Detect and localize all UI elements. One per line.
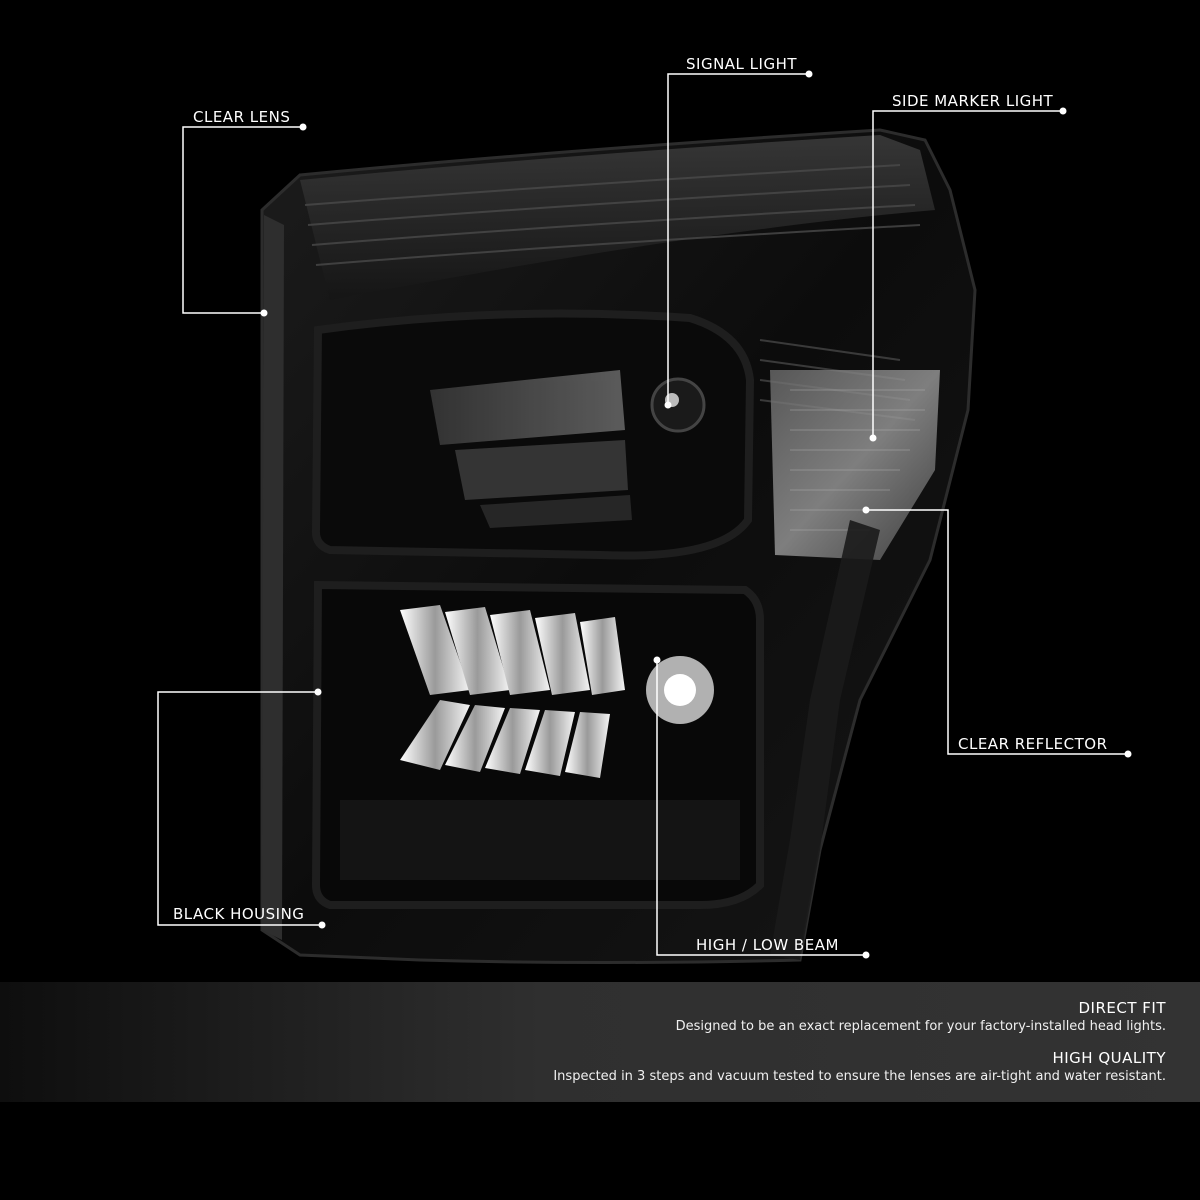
feature-description: Inspected in 3 steps and vacuum tested t… — [553, 1069, 1166, 1084]
callout-line-signal-light — [667, 73, 809, 405]
callout-label-black-housing: BLACK HOUSING — [173, 905, 305, 923]
callout-lines — [157, 73, 1128, 956]
upper-reflector-bay — [311, 309, 916, 560]
callout-label-clear-lens: CLEAR LENS — [193, 108, 291, 126]
callout-label-side-marker-light: SIDE MARKER LIGHT — [892, 92, 1054, 110]
clear-reflector — [770, 520, 880, 960]
feature-title: DIRECT FIT — [1078, 999, 1166, 1017]
callout-label-signal-light: SIGNAL LIGHT — [686, 55, 798, 73]
feature-description: Designed to be an exact replacement for … — [675, 1019, 1166, 1034]
signal-light — [650, 377, 706, 433]
callout-line-side-marker-light — [872, 110, 1063, 438]
feature-info-bar: DIRECT FIT Designed to be an exact repla… — [0, 982, 1200, 1102]
feature-title: HIGH QUALITY — [1052, 1049, 1166, 1067]
feature-high-quality: HIGH QUALITY Inspected in 3 steps and va… — [553, 1048, 1166, 1086]
side-marker-light — [770, 370, 940, 560]
feature-direct-fit: DIRECT FIT Designed to be an exact repla… — [676, 998, 1166, 1036]
high-low-beam — [311, 580, 764, 909]
callout-line-high-low-beam — [656, 660, 866, 956]
callout-dots — [260, 70, 1132, 959]
callout-line-black-housing — [157, 691, 322, 926]
callout-line-clear-reflector — [866, 509, 1128, 755]
callout-label-high-low-beam: HIGH / LOW BEAM — [696, 936, 839, 954]
callout-line-clear-lens — [182, 126, 303, 314]
callout-label-clear-reflector: CLEAR REFLECTOR — [958, 735, 1108, 753]
